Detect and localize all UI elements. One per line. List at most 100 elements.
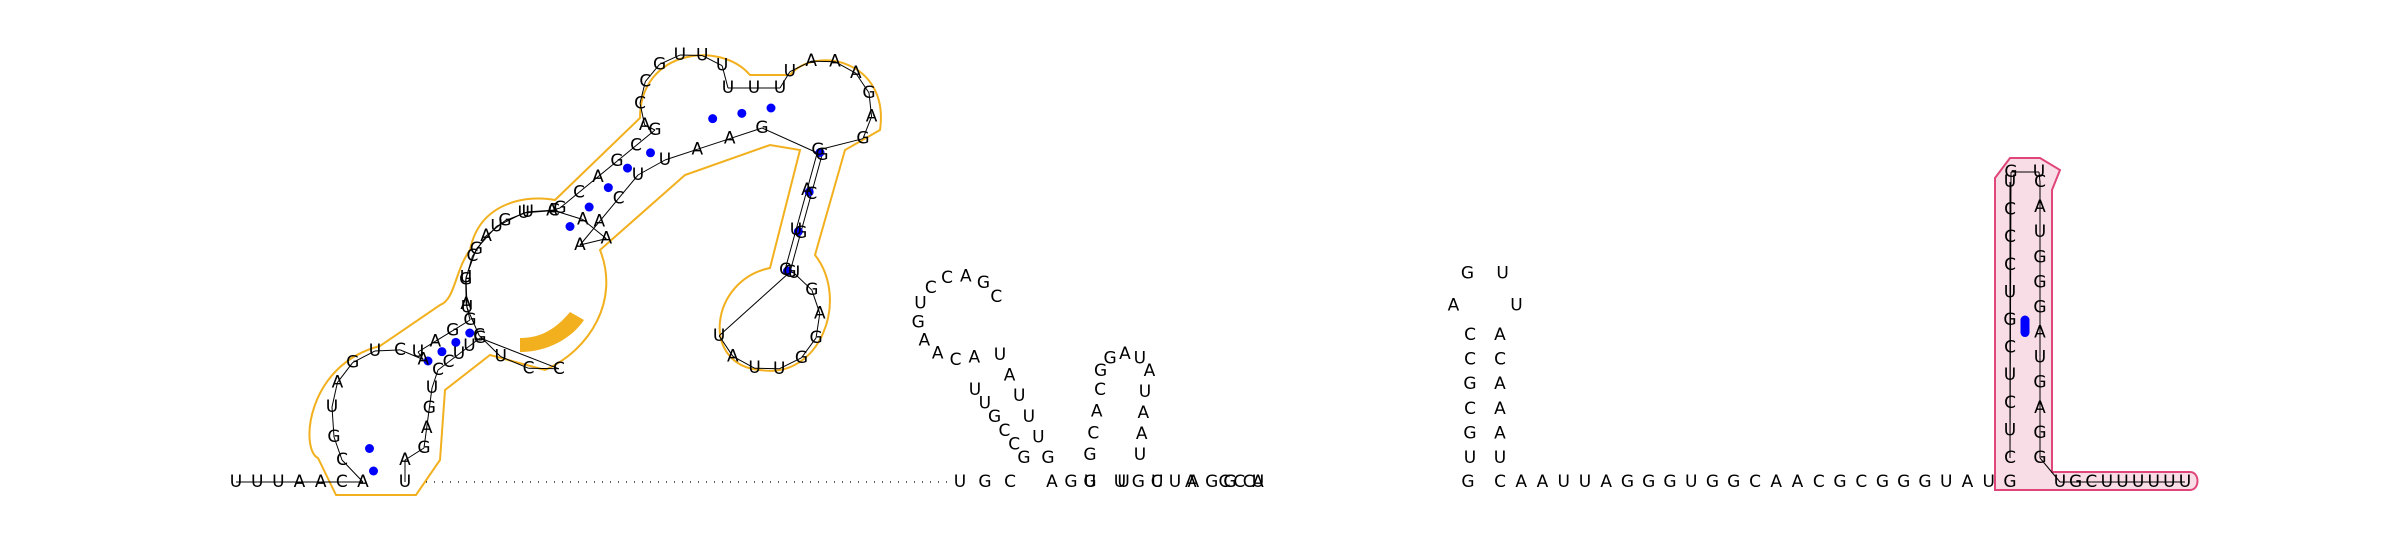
- nucleotide: G: [755, 118, 768, 138]
- nucleotide: C: [1464, 399, 1476, 419]
- nucleotide: C: [990, 287, 1002, 307]
- backbone-segment: [811, 289, 821, 314]
- base-pair-dot: [783, 266, 792, 276]
- backbone-segment: [465, 248, 477, 278]
- nucleotide: A: [1252, 472, 1264, 492]
- nucleotide: C: [2004, 200, 2016, 220]
- base-pair-dot: [737, 108, 747, 118]
- base-pair-dot: [804, 187, 814, 197]
- backbone-segment: [579, 221, 600, 246]
- nucleotide: G: [856, 129, 869, 149]
- backbone-segment: [635, 129, 656, 146]
- nucleotide: U: [2054, 472, 2066, 492]
- nucleotide: G: [1223, 472, 1236, 492]
- nucleotide: A: [1144, 361, 1156, 381]
- nucleotide: A: [1046, 472, 1058, 492]
- nucleotide: C: [1008, 434, 1020, 454]
- backbone-segment: [793, 272, 813, 291]
- nucleotide: C: [394, 340, 406, 360]
- base-pair-dot: [369, 466, 378, 476]
- nucleotide: C: [1087, 423, 1099, 443]
- backbone-segment: [496, 212, 524, 227]
- nucleotide: C: [2004, 227, 2016, 247]
- nucleotide: A: [1119, 344, 1131, 364]
- nucleotide: G: [459, 270, 472, 290]
- nucleotide: U: [784, 62, 796, 82]
- nucleotide: U: [788, 263, 800, 283]
- backbone-segment: [479, 337, 560, 370]
- nucleotide: A: [1136, 424, 1148, 444]
- nucleotide: A: [1792, 472, 1804, 492]
- nucleotide: C: [1494, 350, 1506, 370]
- nucleotide: U: [748, 78, 760, 98]
- nucleotide: U: [1032, 427, 1044, 447]
- nucleotide: U: [2004, 172, 2016, 192]
- nucleotide: A: [850, 63, 862, 83]
- nucleotide: U: [1084, 472, 1096, 492]
- backbone-segment: [2009, 171, 2012, 459]
- backbone-segment: [855, 72, 870, 94]
- backbone-segment: [417, 340, 436, 353]
- nucleotide: A: [1515, 472, 1527, 492]
- backbone-segment: [639, 103, 646, 126]
- backbone-segment: [754, 367, 780, 370]
- nucleotide: U: [790, 220, 802, 240]
- orange-domain-outline: [308, 54, 882, 496]
- nucleotide: U: [914, 294, 926, 314]
- nucleotide: A: [814, 303, 826, 323]
- nucleotide: G: [1083, 445, 1096, 465]
- backbone-segment: [437, 361, 449, 371]
- nucleotide: G: [1461, 472, 1474, 492]
- backbone-segment: [644, 64, 660, 82]
- nucleotide: C: [1151, 472, 1163, 492]
- nucleotide: U: [2179, 472, 2191, 492]
- nucleotide: A: [315, 472, 327, 492]
- nucleotide: C: [1464, 325, 1476, 345]
- backbone-segment: [779, 71, 791, 89]
- nucleotide: C: [336, 472, 348, 492]
- nucleotide: G: [1918, 472, 1931, 492]
- base-pair-dot: [815, 148, 825, 157]
- nucleotide: U: [1464, 448, 1476, 468]
- nucleotide: C: [1855, 472, 1867, 492]
- nucleotide: G: [446, 321, 459, 341]
- backbone-segment: [404, 447, 425, 461]
- nucleotide: G: [2033, 247, 2046, 267]
- nucleotide: U: [774, 78, 786, 98]
- backbone-segment: [616, 145, 637, 162]
- nucleotide: A: [2034, 197, 2046, 217]
- backbone-segment: [597, 160, 618, 178]
- nucleotide: G: [2003, 310, 2016, 330]
- nucleotide: A: [332, 372, 344, 392]
- base-pair-dot: [423, 356, 433, 366]
- backbone-segment: [352, 350, 376, 364]
- nucleotide: C: [336, 450, 348, 470]
- nucleotide: G: [1223, 472, 1236, 492]
- nucleotide: C: [998, 421, 1010, 441]
- nucleotide: G: [553, 198, 566, 218]
- backbone-segment: [598, 198, 620, 222]
- nucleotide: G: [1041, 448, 1054, 468]
- nucleotide: C: [523, 358, 535, 378]
- base-pair-dot: [437, 347, 447, 357]
- nucleotide: U: [716, 56, 728, 76]
- nucleotide: U: [1940, 472, 1952, 492]
- nucleotide: U: [1023, 407, 1035, 427]
- nucleotide: G: [470, 239, 483, 259]
- nucleotide: U: [2163, 472, 2175, 492]
- nucleotide: G: [1463, 423, 1476, 443]
- base-pair-dot: [2020, 328, 2030, 338]
- backbone-segment: [862, 116, 873, 139]
- nucleotide: G: [346, 353, 359, 373]
- backbone-segment: [469, 337, 481, 347]
- nucleotide: A: [1138, 403, 1150, 423]
- nucleotide: U: [1252, 472, 1264, 492]
- pink-hairpin-highlight: [1994, 157, 2199, 491]
- backbone-segment: [789, 232, 802, 273]
- nucleotide: U: [1169, 472, 1181, 492]
- backbone-segment: [815, 313, 821, 338]
- nucleotide: G: [794, 223, 807, 243]
- backbone-segment: [810, 154, 823, 195]
- backbone-segment: [333, 436, 343, 461]
- base-pair-dots: [365, 103, 2030, 476]
